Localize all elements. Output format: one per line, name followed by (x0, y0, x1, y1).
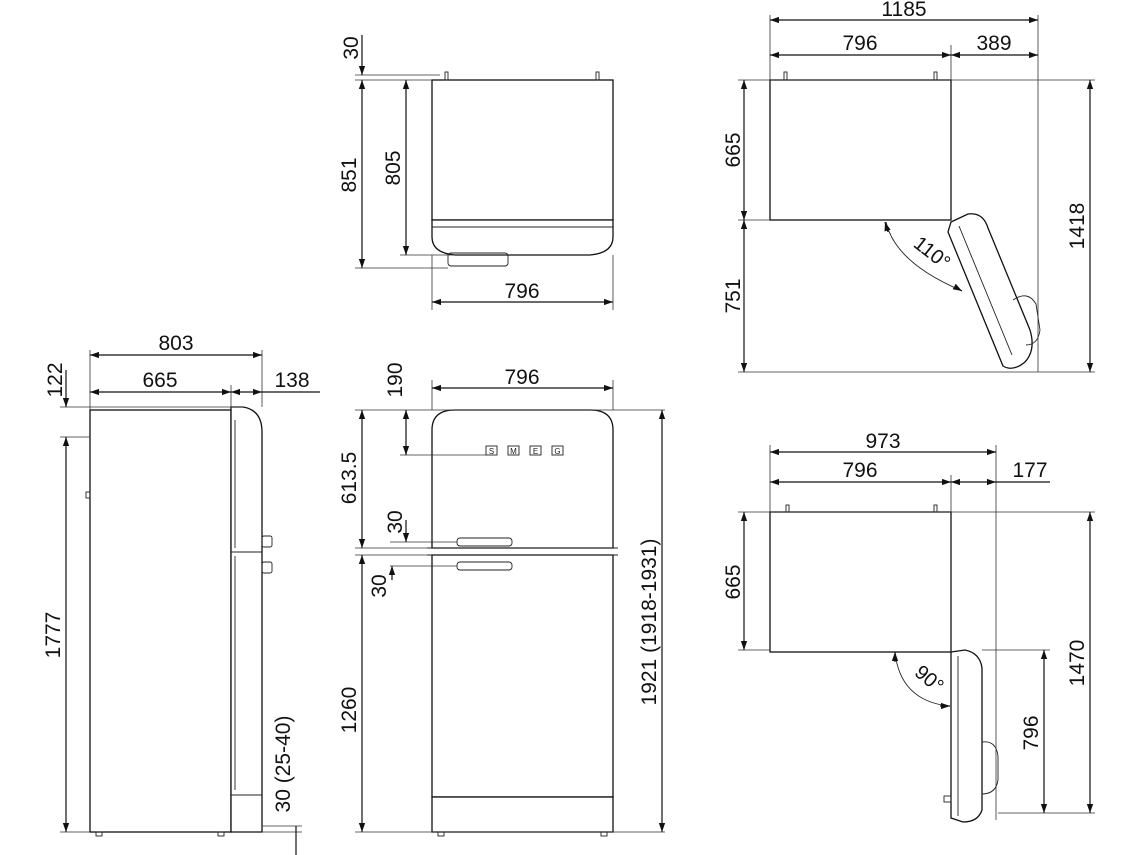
top-view: 30 851 805 796 (338, 35, 614, 310)
open-90-cabinet (769, 511, 952, 653)
side-view-cabinet (89, 409, 232, 833)
open-90-door (950, 649, 983, 823)
open-90-door-extra-label: 177 (1012, 459, 1047, 482)
top-view-door (431, 219, 614, 256)
front-view-fridge-door-label: 1260 (338, 687, 361, 734)
side-view-feet-label: 30 (25-40) (272, 716, 295, 813)
front-view-gap-upper-label: 30 (384, 510, 407, 533)
front-view-freezer-door-label: 613.5 (338, 452, 361, 505)
open-110-angle-label: 110° (909, 232, 954, 274)
front-view-top-band-label: 190 (384, 362, 407, 397)
side-view: 803 665 138 122 1777 30 (25-40) (42, 332, 320, 855)
logo-letter-e: E (533, 447, 538, 456)
open-110-width-total-label: 1185 (881, 0, 926, 21)
front-view-gap-lower-label: 30 (368, 574, 391, 597)
side-view-door-depth-label: 138 (274, 369, 309, 392)
side-view-handle-lower (261, 561, 273, 574)
logo-letter-m: M (510, 447, 517, 456)
side-view-height-label: 1777 (42, 612, 65, 659)
open-90-width-body-label: 796 (842, 459, 877, 482)
open-110-door (947, 213, 1033, 369)
top-view-width-label: 796 (504, 280, 539, 303)
open-110-width-body-label: 796 (842, 32, 877, 55)
open-90-depth-body-label: 665 (722, 564, 745, 599)
open-90-depth-total-label: 1470 (1066, 640, 1089, 687)
front-view: S M E G 796 190 613.5 30 30 1260 1921 (1… (338, 362, 666, 837)
top-view-handle (447, 252, 509, 267)
front-view-plinth (431, 796, 614, 833)
front-view-fridge-door (431, 554, 614, 798)
front-view-height-total-label: 1921 (1918-1931) (638, 539, 661, 706)
front-view-freezer-door (431, 409, 614, 549)
top-view-cabinet (431, 79, 614, 221)
open-110-depth-body-label: 665 (722, 132, 745, 167)
open-90-handle (981, 741, 999, 795)
side-view-handle-upper (261, 535, 273, 548)
open-90-width-total-label: 973 (865, 430, 900, 453)
open-110-cabinet (769, 79, 952, 221)
side-view-width-total-label: 803 (158, 332, 193, 355)
logo-letter-s: S (489, 447, 494, 456)
open-110-door-swing-label: 751 (722, 278, 745, 313)
top-view-depth-body-label: 805 (382, 150, 405, 185)
top-view-clearance-label: 30 (340, 36, 363, 59)
top-view-depth-total-label: 851 (338, 157, 361, 192)
open-110-door-extra-label: 389 (976, 32, 1011, 55)
open-90-view: 973 796 177 665 796 1470 90° (722, 430, 1095, 823)
logo-letter-g: G (554, 447, 560, 456)
open-90-angle-arc (894, 651, 949, 707)
side-view-depth-body-label: 665 (142, 369, 177, 392)
open-90-angle-label: 90° (910, 661, 947, 697)
front-view-width-label: 796 (504, 366, 539, 389)
open-90-door-swing-label: 796 (1020, 715, 1043, 750)
open-110-depth-total-label: 1418 (1066, 203, 1089, 250)
side-view-door (230, 406, 263, 833)
front-view-logo: S M E G (485, 445, 564, 456)
open-110-view: 1185 796 389 665 751 1418 110° (722, 0, 1095, 373)
side-view-top-offset-label: 122 (44, 362, 67, 397)
